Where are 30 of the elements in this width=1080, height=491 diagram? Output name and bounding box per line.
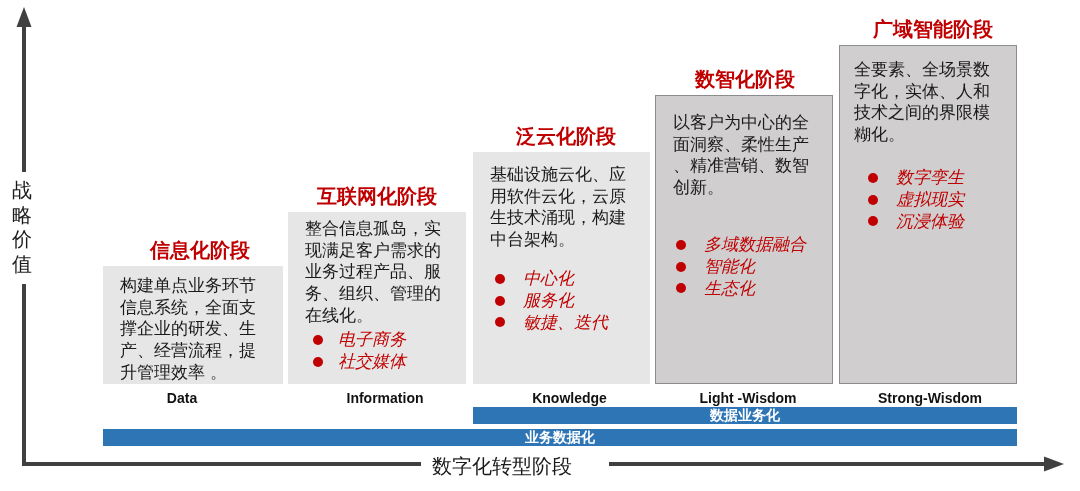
bullet-text: 社交媒体 xyxy=(338,350,406,373)
stage-title: 数智化阶段 xyxy=(695,67,795,91)
bullet-text: 服务化 xyxy=(523,289,574,312)
bullet-text: 沉浸体验 xyxy=(896,210,964,233)
bullet-text: 敏捷、迭代 xyxy=(523,311,608,334)
description-text: 全要素、全场景数字化，实体、人和技术之间的界限模糊化。 xyxy=(854,59,991,146)
stage-caption: Knowledge xyxy=(532,390,607,406)
axis-label: 数字化转型阶段 xyxy=(432,455,572,477)
stage-title: 互联网化阶段 xyxy=(317,184,437,208)
description-text: 整合信息孤岛，实现满足客户需求的业务过程产品、服务、组织、管理的在线化。 xyxy=(305,218,442,327)
bullet-text: 多域数据融合 xyxy=(704,234,806,256)
bullet-text: 生态化 xyxy=(704,277,755,300)
stage-title: 信息化阶段 xyxy=(150,238,250,262)
description-text: 构建单点业务环节信息系统，全面支撑企业的研发、生产、经营流程，提升管理效率 。 xyxy=(120,275,257,384)
stage-title: 泛云化阶段 xyxy=(515,124,616,148)
stage-caption: Information xyxy=(346,390,424,406)
stage-caption: Data xyxy=(166,390,198,406)
label-band: 业务数据化 xyxy=(103,429,1017,446)
bullet-text: 智能化 xyxy=(704,255,755,278)
stage-caption: Strong-Wisdom xyxy=(877,390,983,406)
bullet-text: 数字孪生 xyxy=(896,167,964,189)
stage-caption: Light -Wisdom xyxy=(699,390,797,406)
description-text: 基础设施云化、应用软件云化，云原生技术涌现，构建中台架构。 xyxy=(490,164,627,251)
label-band: 数据业务化 xyxy=(473,407,1017,424)
description-text: 以客户为中心的全面洞察、柔性生产、精准营销、数智创新。 xyxy=(673,112,810,199)
axis-label: 战略价值 xyxy=(12,178,32,276)
bullet-text: 虚拟现实 xyxy=(896,188,964,211)
bullet-text: 电子商务 xyxy=(338,329,406,351)
stage-title: 广域智能阶段 xyxy=(873,17,993,41)
bullet-text: 中心化 xyxy=(523,268,574,290)
